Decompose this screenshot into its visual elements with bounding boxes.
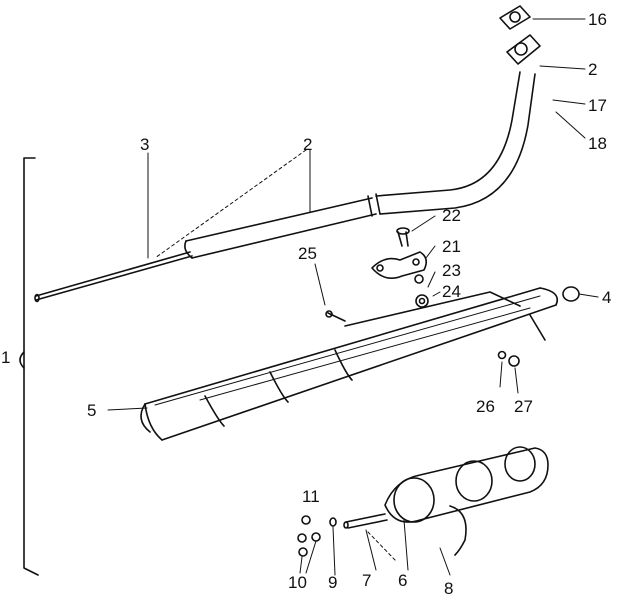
callout-1: 1	[1, 348, 11, 367]
callout-17: 17	[588, 96, 607, 115]
callout-4: 4	[602, 288, 612, 307]
callout-26: 26	[476, 397, 495, 416]
callout-24: 24	[442, 282, 461, 301]
callout-8: 8	[444, 579, 454, 598]
callout-3: 3	[140, 135, 150, 154]
heater-unit	[343, 446, 549, 556]
callout-25: 25	[298, 244, 317, 263]
callout-5: 5	[87, 401, 97, 420]
front-pipe	[34, 5, 541, 303]
callout-9: 9	[328, 573, 338, 592]
callout-21: 21	[442, 237, 461, 256]
callout-22: 22	[442, 206, 461, 225]
small-hardware	[297, 515, 337, 557]
callout-18: 18	[588, 134, 607, 153]
callout-10: 10	[288, 573, 307, 592]
callout-23: 23	[442, 261, 461, 280]
bolt	[325, 310, 346, 322]
assembly-bracket	[19, 157, 39, 576]
callout-2b: 2	[588, 60, 598, 79]
callout-27: 27	[514, 397, 533, 416]
callout-2a: 2	[303, 135, 313, 154]
silencer	[140, 287, 559, 441]
washers	[497, 350, 520, 367]
callout-11: 11	[302, 487, 320, 506]
callout-6: 6	[398, 571, 408, 590]
sealing-ring	[562, 286, 580, 302]
leader-lines	[107, 18, 599, 576]
callout-7: 7	[362, 571, 372, 590]
callout-16: 16	[588, 10, 607, 29]
clamp-assembly	[371, 227, 429, 308]
